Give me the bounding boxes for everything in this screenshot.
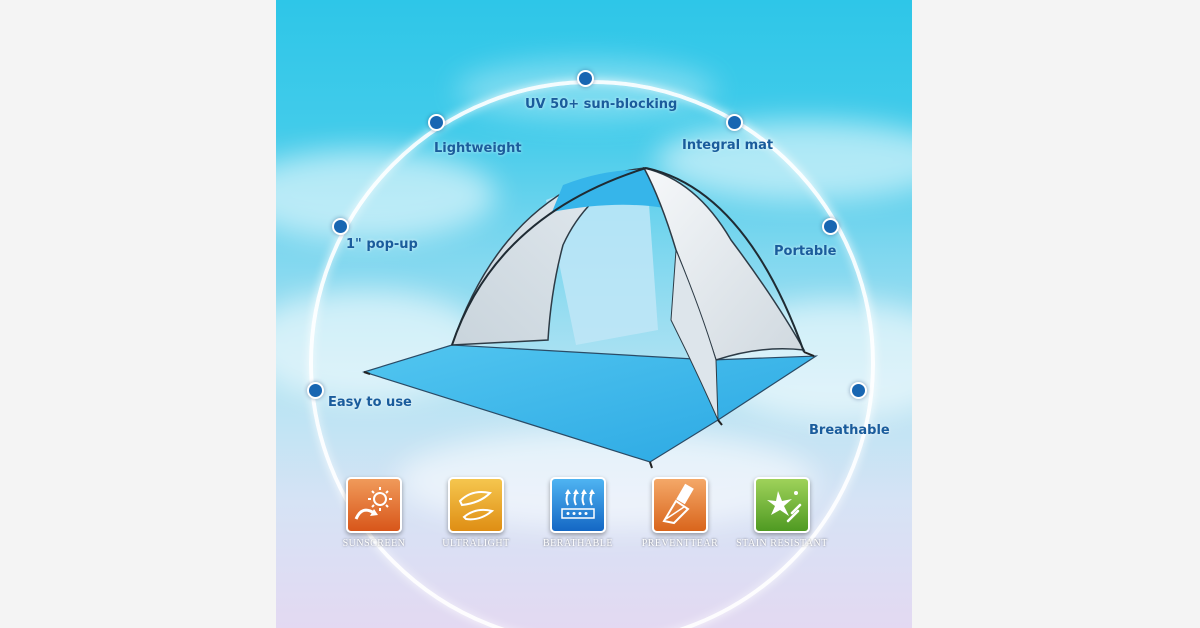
badge-label-ultralight: ULTRALIGHT	[442, 538, 510, 549]
feature-dot	[428, 114, 445, 131]
feature-dot	[726, 114, 743, 131]
badge-label-stain-resistant: STAIN RESISTANT	[736, 538, 828, 549]
sun-icon	[354, 487, 392, 520]
tent-illustration	[361, 166, 819, 469]
feature-integral-mat: Integral mat	[682, 138, 774, 153]
feature-portable: Portable	[774, 244, 837, 259]
feature-uv: UV 50+ sun-blocking	[525, 97, 678, 112]
splash-icon	[767, 491, 802, 523]
feature-lightweight: Lightweight	[434, 141, 522, 156]
badge-breathable	[550, 477, 606, 533]
feather-icon	[458, 491, 495, 521]
badge-label-berathable: BERATHABLE	[543, 538, 613, 549]
breathable-icon	[561, 489, 595, 519]
badge-label-sunscreen: SUNSCREEN	[342, 538, 406, 549]
feature-dot	[822, 218, 839, 235]
badge-ultralight	[448, 477, 504, 533]
badge-stain-resistant	[754, 477, 810, 533]
feature-dot	[850, 382, 867, 399]
feature-dot	[332, 218, 349, 235]
badge-preventtear	[652, 477, 708, 533]
feature-dot	[577, 70, 594, 87]
feature-pop-up: 1" pop-up	[346, 237, 418, 252]
feature-easy-to-use: Easy to use	[328, 395, 412, 410]
tear-resistant-icon	[662, 483, 694, 525]
feature-breathable: Breathable	[809, 423, 890, 438]
badge-sunscreen	[346, 477, 402, 533]
badge-label-preventtear: PREVENTTEAR	[641, 538, 719, 549]
product-image-panel: UV 50+ sun-blocking Lightweight Integral…	[276, 0, 912, 628]
feature-dot	[307, 382, 324, 399]
